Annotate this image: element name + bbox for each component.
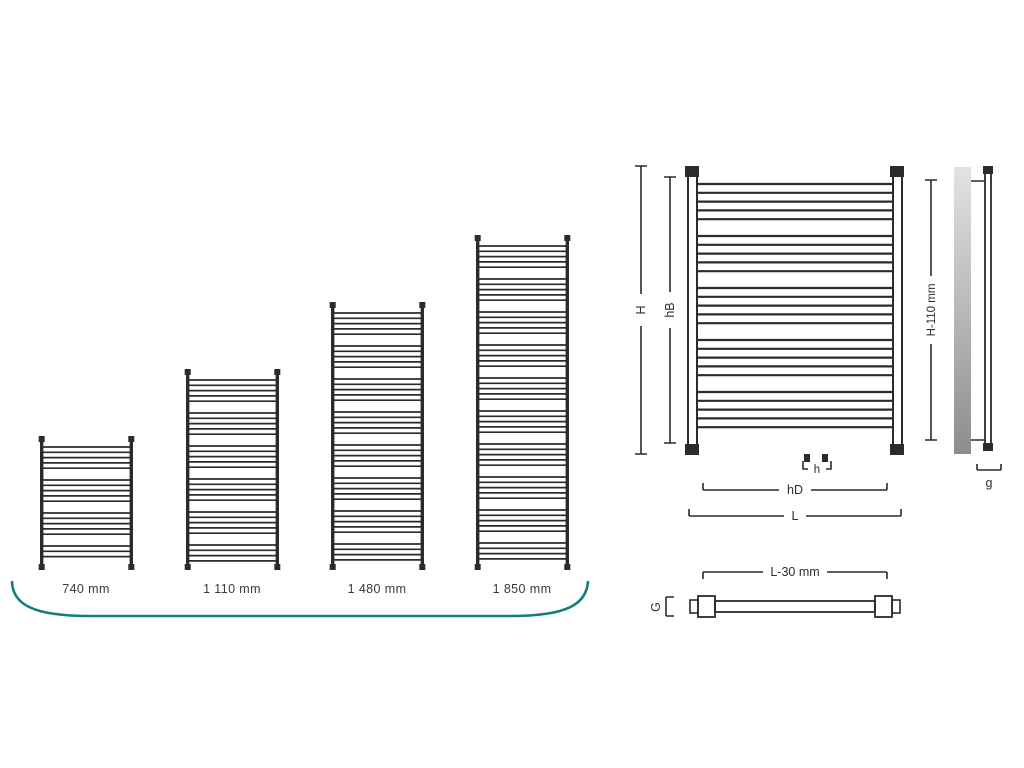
front-cap-tr <box>890 166 904 177</box>
front-view <box>685 166 904 462</box>
top-cap-right <box>874 595 893 618</box>
dim-label-l30: L-30 mm <box>770 565 819 579</box>
dim-label-l: L <box>792 509 799 523</box>
front-right-tube <box>892 166 903 455</box>
dim-line-g-cap <box>665 596 674 617</box>
front-rungs <box>697 182 893 429</box>
dim-line-g <box>976 464 1002 471</box>
dim-line-h-spacing <box>802 461 832 470</box>
dim-label-bg <box>922 276 939 344</box>
side-cap-bottom <box>983 443 993 451</box>
top-nub-right <box>891 599 901 614</box>
front-cap-tl <box>685 166 699 177</box>
underline-swoosh <box>10 580 590 618</box>
dim-label-h-total: H <box>634 305 648 314</box>
top-view <box>689 595 901 618</box>
valve-stub-left <box>804 454 810 462</box>
side-cap-top <box>983 166 993 174</box>
size-label-740: 740 mm <box>62 582 110 596</box>
size-label-1850: 1 850 mm <box>493 582 552 596</box>
dim-label-bg <box>779 482 811 497</box>
side-connectors <box>971 180 985 441</box>
dim-label-bg <box>662 292 678 328</box>
dim-label-bg <box>763 564 827 579</box>
side-view <box>954 166 993 454</box>
radiator-1850 <box>474 235 571 570</box>
dim-label-h-spacing: h <box>814 464 820 476</box>
valve-stub-right <box>822 454 828 462</box>
radiator-1480 <box>329 302 426 570</box>
front-left-tube <box>687 166 698 455</box>
side-tube <box>984 171 992 446</box>
dim-label-hb: hB <box>663 302 677 317</box>
front-cap-br <box>890 444 904 455</box>
top-nub-left <box>689 599 699 614</box>
dim-label-bg <box>634 294 648 326</box>
dim-label-g-cap: G <box>649 602 663 612</box>
size-label-1480: 1 480 mm <box>348 582 407 596</box>
dim-label-hd: hD <box>787 483 803 497</box>
top-bar <box>714 600 876 613</box>
side-panel <box>954 167 971 454</box>
dim-label-bg <box>784 508 806 523</box>
radiator-740 <box>38 436 135 570</box>
dim-label-g: g <box>986 476 993 490</box>
front-cap-bl <box>685 444 699 455</box>
radiator-1110 <box>184 369 281 570</box>
dim-label-h110: H-110 mm <box>926 284 938 337</box>
size-label-1110: 1 110 mm <box>203 582 261 596</box>
top-cap-left <box>697 595 716 618</box>
